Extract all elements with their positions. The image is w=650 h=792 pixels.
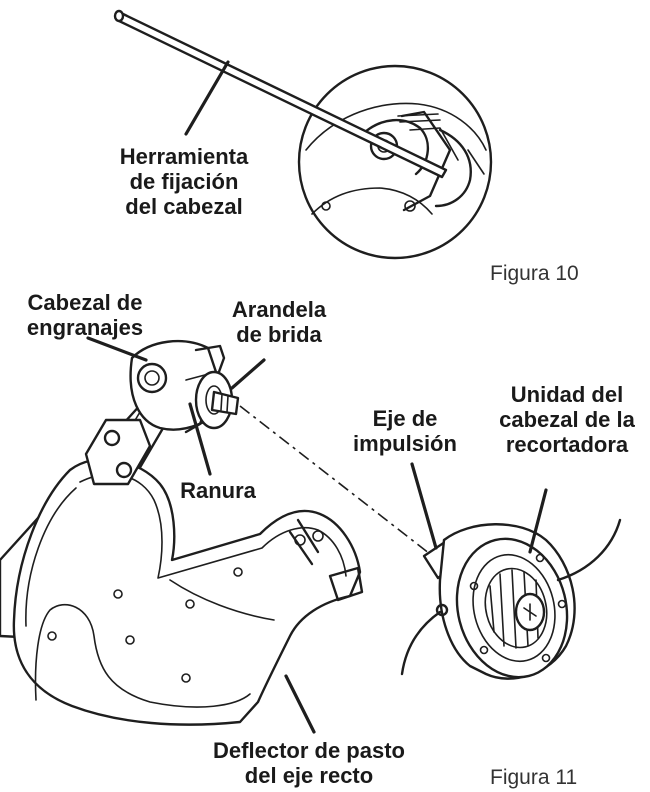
deflector-leader <box>284 674 316 734</box>
drive-shaft-label: Eje de impulsión <box>353 406 457 456</box>
trimmer-head-drawing <box>400 518 622 680</box>
head-lock-tool-rod <box>113 9 448 179</box>
trimmer-head-face <box>455 537 569 679</box>
flange-washer-leader <box>230 358 266 390</box>
figure-11-leaders <box>86 336 548 734</box>
slot-leader <box>188 402 212 476</box>
trimmer-line-lower <box>400 610 442 676</box>
trimmer-head-leader <box>528 488 548 554</box>
figure-11-drawing <box>0 336 622 734</box>
drive-shaft-leader <box>410 462 438 550</box>
head-lock-tool-leader <box>184 60 230 136</box>
grass-deflector-label: Deflector de pasto del eje recto <box>213 738 405 788</box>
detail-magnifier-circle <box>297 64 493 260</box>
figure-11-caption: Figura 11 <box>490 766 578 789</box>
trimmer-line-upper <box>556 518 622 582</box>
head-lock-tool-label: Herramienta de fijación del cabezal <box>119 144 249 219</box>
gear-head-leader <box>86 336 148 362</box>
alignment-line <box>239 405 431 555</box>
grass-deflector-drawing <box>12 458 364 726</box>
gear-head-label: Cabezal de engranajes <box>26 290 144 340</box>
figure-10-caption: Figura 10 <box>490 262 579 285</box>
flange-washer-label: Arandela de brida <box>231 297 327 347</box>
gear-head-detail <box>305 102 487 215</box>
trimmer-head-unit-label: Unidad del cabezal de la recortadora <box>499 382 635 457</box>
slot-label: Ranura <box>180 478 256 503</box>
shaft-bracket <box>84 418 152 486</box>
gear-head-drawing <box>129 339 240 434</box>
figure-10-drawing <box>113 9 493 260</box>
